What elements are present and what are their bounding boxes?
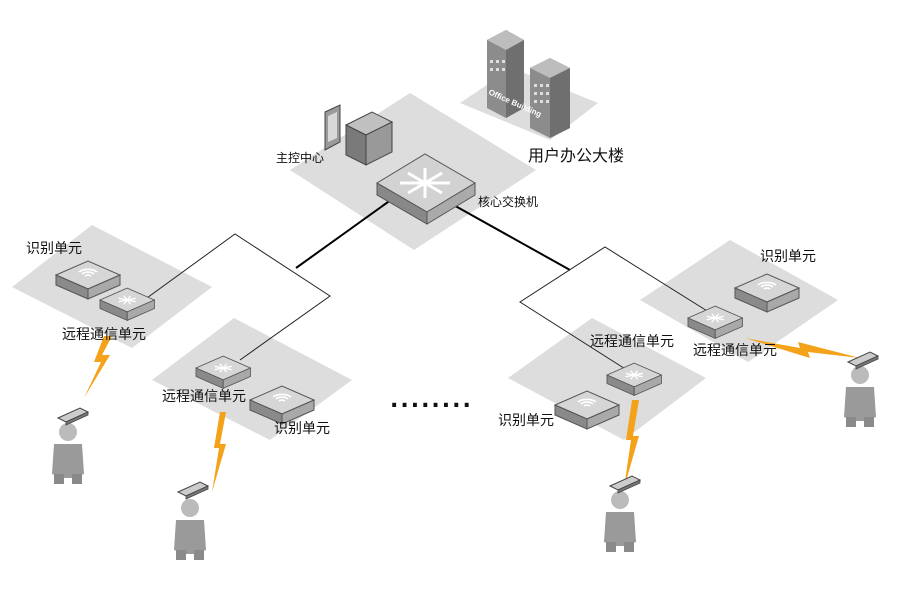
remote-comm-unit-label-right-2: 远程通信单元 xyxy=(693,343,777,359)
ellipsis: ........ xyxy=(390,388,473,413)
card-right-2 xyxy=(847,351,879,370)
wireless-links xyxy=(84,336,860,492)
remote-comm-unit-label-right-1: 远程通信单元 xyxy=(590,334,674,350)
recognition-unit-label-left-2: 识别单元 xyxy=(274,421,330,437)
remote-comm-unit-label-left-2: 远程通信单元 xyxy=(162,389,246,405)
user-right-1 xyxy=(604,491,636,552)
zone-right-2 xyxy=(640,240,838,362)
user-right-2 xyxy=(844,366,876,427)
office-building-icon: Office Building xyxy=(487,30,570,138)
network-links xyxy=(139,196,713,373)
office-building-label: 用户办公大楼 xyxy=(528,146,625,165)
user-left-2 xyxy=(174,499,206,560)
core-switch-label: 核心交换机 xyxy=(478,195,539,209)
recognition-unit-label-right-2: 识别单元 xyxy=(760,249,816,265)
card-left-1 xyxy=(57,407,89,426)
user-left-1 xyxy=(52,423,84,484)
recognition-unit-label-right-1: 识别单元 xyxy=(498,413,554,429)
main-control-label: 主控中心 xyxy=(276,151,325,165)
remote-comm-unit-label-left-1: 远程通信单元 xyxy=(62,327,146,343)
card-right-1 xyxy=(609,475,641,494)
computer-icon xyxy=(324,104,394,166)
core-switch-icon xyxy=(376,153,476,225)
recognition-unit-label-left-1: 识别单元 xyxy=(26,241,82,257)
card-left-2 xyxy=(177,481,209,500)
